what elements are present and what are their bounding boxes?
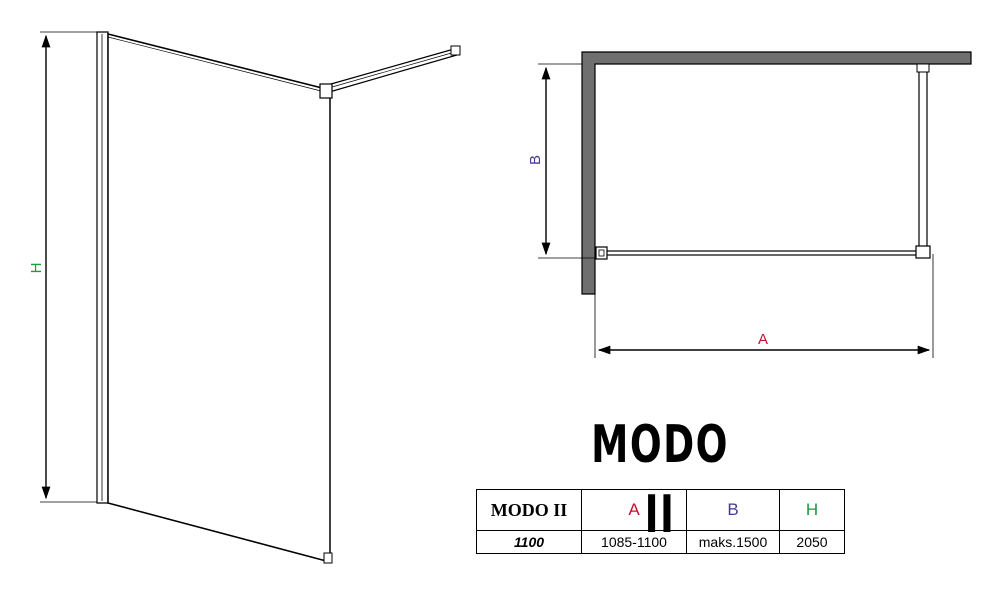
stabilizer-wall-mount [450,45,461,56]
stabilizer-bar-line [324,51,456,90]
perspective-view: H [28,31,461,564]
wall-profile [96,31,109,504]
stabilizer-glass-clamp [319,83,333,99]
header-b: B [686,489,780,531]
a-dimension-label: A [758,331,768,348]
plan-glass-panel [604,250,922,256]
spec-table-header-row: MODO II A B H [476,489,845,531]
glass-bottom-cap [323,552,333,564]
plan-wall-bracket-inner [598,249,605,257]
plan-stabilizer-clamp [915,245,931,259]
h-dimension-label: H [28,263,45,274]
header-h: H [779,489,845,531]
plan-stabilizer-bar [918,65,928,251]
spec-table: MODO II A B H 1100 1085-1100 maks.1500 2… [476,489,845,554]
header-a: A [581,489,687,531]
plan-stabilizer-top-mount [916,63,930,73]
cell-b: maks.1500 [686,530,780,554]
spec-table-row: 1100 1085-1100 maks.1500 2050 [476,530,845,554]
glass-edge-top [107,36,326,93]
plan-wall [581,51,972,295]
cell-a: 1085-1100 [581,530,687,554]
b-dimension-label: B [527,155,544,165]
stabilizer-bar [323,48,458,94]
glass-panel [107,33,331,563]
cell-h: 2050 [779,530,845,554]
plan-view: B A [527,51,972,358]
header-model: MODO II [476,489,582,531]
cell-model: 1100 [476,530,582,554]
